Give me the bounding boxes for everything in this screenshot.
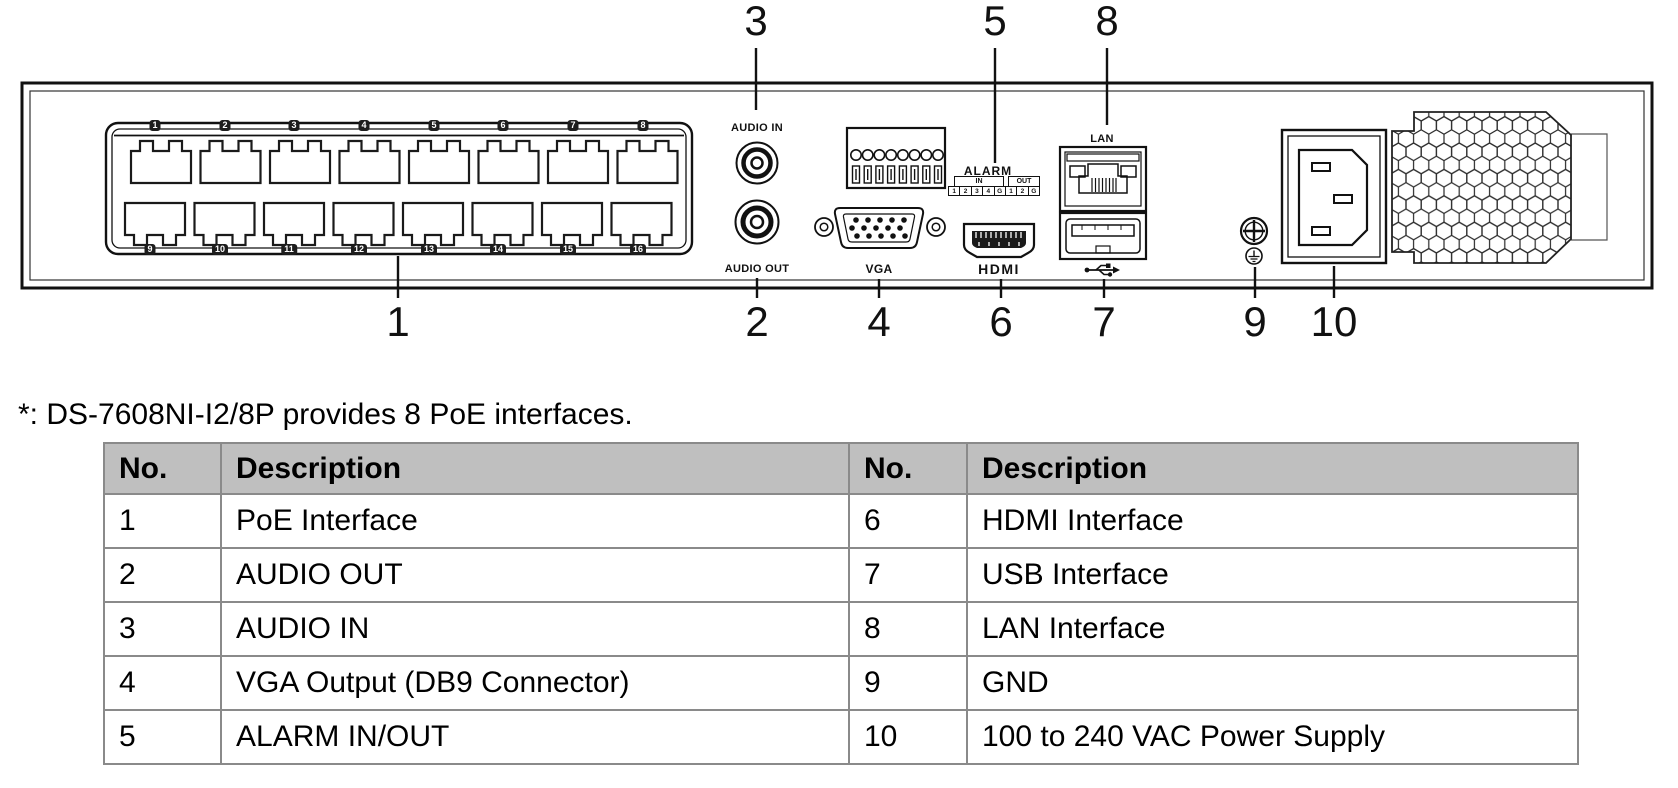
callout-2-audio-out: 2 (745, 298, 769, 345)
callout-8-lan: 8 (1095, 0, 1119, 44)
table-row: 4 VGA Output (DB9 Connector) 9 GND (103, 655, 1579, 711)
alarm-terminal: 3 (971, 186, 984, 196)
col-header-no-right: No. (848, 442, 968, 495)
gnd-screw (1239, 216, 1269, 265)
cell-no: 9 (848, 655, 968, 711)
callout-3-audio-in: 3 (744, 0, 768, 44)
poe-port-tag: 12 (350, 244, 368, 255)
cell-desc: AUDIO IN (220, 601, 850, 657)
alarm-terminal: 2 (960, 186, 972, 196)
cell-no: 8 (848, 601, 968, 657)
cell-no: 5 (103, 709, 222, 765)
lan-port (1058, 145, 1148, 213)
poe-port-tag: 2 (219, 120, 231, 131)
poe-port-tag: 4 (358, 120, 370, 131)
cell-desc: LAN Interface (966, 601, 1579, 657)
poe-port-tag: 16 (629, 244, 647, 255)
alarm-terminal-cells: 1 2 3 4 G 1 2 G (948, 186, 1040, 196)
cell-desc: VGA Output (DB9 Connector) (220, 655, 850, 711)
poe-port-tag: 14 (489, 244, 507, 255)
cell-no: 6 (848, 493, 968, 549)
alarm-terminal: G (994, 186, 1006, 196)
poe-port-tag: 7 (567, 120, 579, 131)
hdmi-connector (962, 222, 1036, 259)
alarm-terminal: G (1028, 186, 1040, 196)
poe-port-tag: 11 (281, 244, 297, 255)
rear-panel-diagram: 3 5 8 1 2 3 4 5 6 7 8 9 10 11 12 13 14 1… (0, 0, 1678, 360)
alarm-terminal-strip: IN OUT 1 2 3 4 G 1 2 G (948, 176, 1040, 197)
table-row: 1 PoE Interface 6 HDMI Interface (103, 493, 1579, 549)
table-header-row: No. Description No. Description (103, 442, 1579, 495)
audio-in-label: AUDIO IN (731, 122, 783, 134)
hdmi-label: HDMI (978, 261, 1020, 277)
alarm-label: ALARM (963, 164, 1013, 178)
table-row: 5 ALARM IN/OUT 10 100 to 240 VAC Power S… (103, 709, 1579, 765)
cell-desc: PoE Interface (220, 493, 850, 549)
cell-no: 2 (103, 547, 222, 603)
poe-port-tag: 8 (637, 120, 649, 131)
rear-panel-artwork (20, 48, 1654, 298)
cell-no: 7 (848, 547, 968, 603)
poe-port-tag: 9 (144, 244, 156, 255)
callout-7-usb: 7 (1092, 298, 1116, 345)
cell-desc: GND (966, 655, 1579, 711)
alarm-terminal: 2 (1017, 186, 1029, 196)
table-row: 2 AUDIO OUT 7 USB Interface (103, 547, 1579, 603)
poe-footnote: *: DS-7608NI-I2/8P provides 8 PoE interf… (18, 398, 633, 431)
cell-desc: USB Interface (966, 547, 1579, 603)
cell-desc: ALARM IN/OUT (220, 709, 850, 765)
callout-1-poe: 1 (386, 298, 410, 345)
alarm-terminal: 4 (983, 186, 995, 196)
callout-4-vga: 4 (867, 298, 891, 345)
vga-label: VGA (865, 262, 893, 276)
poe-port-block (104, 121, 694, 256)
audio-out-jack (734, 199, 780, 245)
callout-6-hdmi: 6 (989, 298, 1013, 345)
cell-desc: HDMI Interface (966, 493, 1579, 549)
poe-port-tag: 1 (149, 120, 161, 131)
poe-port-tag: 13 (420, 244, 438, 255)
vga-connector (814, 207, 946, 249)
usb-icon (1084, 263, 1120, 277)
alarm-terminal-connector (845, 126, 947, 190)
cell-no: 4 (103, 655, 222, 711)
alarm-terminal: 1 (1005, 186, 1018, 196)
poe-port-tag: 5 (428, 120, 440, 131)
audio-out-label: AUDIO OUT (724, 263, 790, 275)
audio-in-jack (735, 141, 779, 185)
col-header-no-left: No. (103, 442, 222, 495)
alarm-terminal: 1 (948, 186, 961, 196)
callout-9-gnd: 9 (1243, 298, 1267, 345)
poe-port-tag: 6 (497, 120, 509, 131)
cell-desc: 100 to 240 VAC Power Supply (966, 709, 1579, 765)
col-header-desc-right: Description (966, 442, 1579, 495)
callout-lines (396, 48, 1336, 298)
vent-grille (1391, 111, 1608, 264)
table-row: 3 AUDIO IN 8 LAN Interface (103, 601, 1579, 657)
power-inlet (1280, 128, 1388, 265)
lan-label: LAN (1090, 133, 1114, 145)
poe-port-tag: 10 (211, 244, 229, 255)
cell-no: 3 (103, 601, 222, 657)
poe-port-tag: 15 (559, 244, 577, 255)
poe-port-tag: 3 (288, 120, 300, 131)
usb-port (1058, 211, 1148, 261)
callout-5-alarm: 5 (983, 0, 1007, 44)
col-header-desc-left: Description (220, 442, 850, 495)
cell-desc: AUDIO OUT (220, 547, 850, 603)
cell-no: 10 (848, 709, 968, 765)
callout-10-power: 10 (1310, 298, 1358, 345)
cell-no: 1 (103, 493, 222, 549)
interface-description-table: No. Description No. Description 1 PoE In… (103, 442, 1579, 765)
